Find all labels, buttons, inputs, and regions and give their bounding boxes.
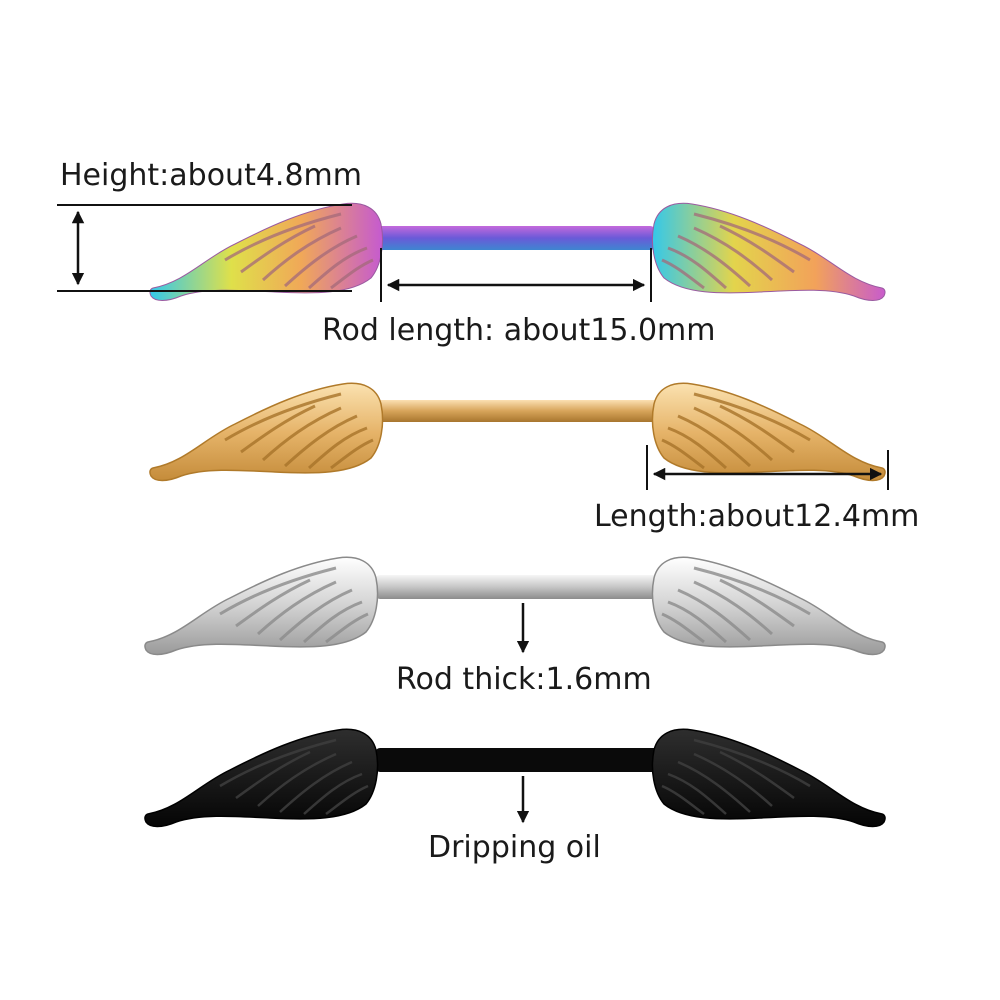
black-rod <box>375 748 661 772</box>
rod-length-label: Rod length: about15.0mm <box>322 313 716 348</box>
silver-rod <box>375 575 661 599</box>
rainbow-rod <box>372 226 656 250</box>
silver-right-wing <box>651 556 886 656</box>
length-label: Length:about12.4mm <box>594 499 920 534</box>
gold-wing-barbell <box>149 382 886 482</box>
length-dimension <box>646 445 889 490</box>
black-right-wing <box>651 728 886 828</box>
rod-thick-label: Rod thick:1.6mm <box>396 662 652 697</box>
height-label: Height:about4.8mm <box>60 158 362 193</box>
height-dimension <box>57 204 352 292</box>
rainbow-right-wing <box>651 202 886 301</box>
black-left-wing <box>144 728 379 828</box>
silver-left-wing <box>144 556 379 656</box>
rod-length-dimension <box>380 248 652 302</box>
gold-rod <box>375 400 661 422</box>
finish-label: Dripping oil <box>428 830 601 865</box>
rainbow-left-wing <box>149 202 384 301</box>
rainbow-wing-barbell <box>149 202 886 301</box>
gold-left-wing <box>149 382 384 482</box>
black-wing-barbell <box>144 728 886 828</box>
gold-right-wing <box>651 382 886 482</box>
silver-wing-barbell <box>144 556 886 656</box>
